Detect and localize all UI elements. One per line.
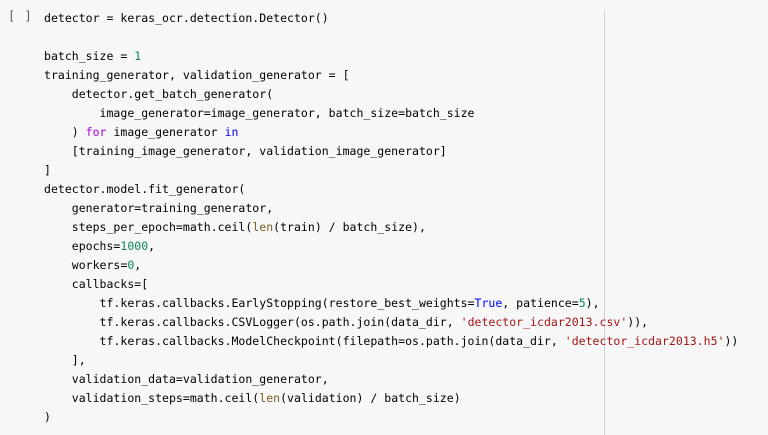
- code-token-str: 'detector_icdar2013.csv': [460, 315, 628, 329]
- code-token: workers=: [44, 258, 128, 272]
- code-line: callbacks=[: [44, 275, 738, 294]
- run-cell-button[interactable]: [ ]: [8, 9, 33, 23]
- code-token: tf.keras.callbacks.CSVLogger(os.path.joi…: [44, 315, 461, 329]
- code-line: ) for image_generator in: [44, 123, 738, 142]
- code-line: steps_per_epoch=math.ceil(len(train) / b…: [44, 218, 738, 237]
- code-line: tf.keras.callbacks.EarlyStopping(restore…: [44, 294, 738, 313]
- code-token: ): [44, 125, 86, 139]
- code-line: tf.keras.callbacks.ModelCheckpoint(filep…: [44, 332, 739, 351]
- code-token-num: 0: [127, 258, 135, 272]
- code-line: generator=training_generator,: [44, 199, 738, 218]
- code-token: epochs=: [44, 239, 121, 253]
- code-token: ): [44, 410, 51, 424]
- code-token: validation_data=validation_generator,: [44, 372, 329, 386]
- code-token: [training_image_generator, validation_im…: [44, 144, 447, 158]
- line-length-ruler: [604, 10, 605, 435]
- code-token-str: 'detector_icdar2013.h5': [564, 334, 725, 348]
- code-line: detector = keras_ocr.detection.Detector(…: [44, 9, 738, 28]
- code-token: tf.keras.callbacks.ModelCheckpoint(filep…: [44, 334, 565, 348]
- code-token-kw: for: [85, 125, 107, 139]
- code-token: (validation) / batch_size): [280, 391, 461, 405]
- code-line: image_generator=image_generator, batch_s…: [44, 104, 738, 123]
- code-token: ]: [44, 163, 51, 177]
- code-token: ,: [134, 258, 142, 272]
- code-token: callbacks=[: [44, 277, 149, 291]
- code-line: validation_data=validation_generator,: [44, 370, 738, 389]
- code-line: workers=0,: [44, 256, 738, 275]
- code-token-num: 5: [578, 296, 586, 310]
- code-token: ),: [585, 296, 600, 310]
- code-line: ]: [44, 161, 738, 180]
- code-token: detector.get_batch_generator(: [44, 87, 274, 101]
- code-line: batch_size = 1: [44, 47, 738, 66]
- code-token: steps_per_epoch=math.ceil(: [44, 220, 253, 234]
- code-token-fn: len: [252, 220, 274, 234]
- code-token: detector.model.fit_generator(: [44, 182, 246, 196]
- code-token: )),: [627, 315, 649, 329]
- code-token: ,: [148, 239, 156, 253]
- code-line: ],: [44, 351, 738, 370]
- code-token: tf.keras.callbacks.EarlyStopping(restore…: [44, 296, 475, 310]
- code-token: image_generator=image_generator, batch_s…: [44, 106, 475, 120]
- code-token: )): [724, 334, 739, 348]
- code-line: tf.keras.callbacks.CSVLogger(os.path.joi…: [44, 313, 738, 332]
- code-token: detector = keras_ocr.detection.Detector(…: [44, 11, 329, 25]
- code-token: training_generator, validation_generator…: [44, 68, 350, 82]
- code-line: validation_steps=math.ceil(len(validatio…: [44, 389, 738, 408]
- code-token: batch_size =: [44, 49, 135, 63]
- code-line: [training_image_generator, validation_im…: [44, 142, 738, 161]
- code-token-fn: len: [259, 391, 281, 405]
- code-line: epochs=1000,: [44, 237, 738, 256]
- code-line: detector.get_batch_generator(: [44, 85, 738, 104]
- code-token-kw2: True: [474, 296, 503, 310]
- code-token: validation_steps=math.ceil(: [44, 391, 260, 405]
- code-token: generator=training_generator,: [44, 201, 274, 215]
- code-editor[interactable]: detector = keras_ocr.detection.Detector(…: [44, 9, 738, 427]
- code-token-num: 1: [134, 49, 142, 63]
- code-token: (train) / batch_size),: [273, 220, 426, 234]
- code-token: , patience=: [502, 296, 579, 310]
- code-line: [44, 28, 738, 47]
- code-line: ): [44, 408, 738, 427]
- code-token-num: 1000: [120, 239, 149, 253]
- code-token-kw2: in: [224, 125, 239, 139]
- code-line: detector.model.fit_generator(: [44, 180, 738, 199]
- code-token: image_generator: [106, 125, 225, 139]
- code-token: ],: [44, 353, 86, 367]
- code-line: training_generator, validation_generator…: [44, 66, 738, 85]
